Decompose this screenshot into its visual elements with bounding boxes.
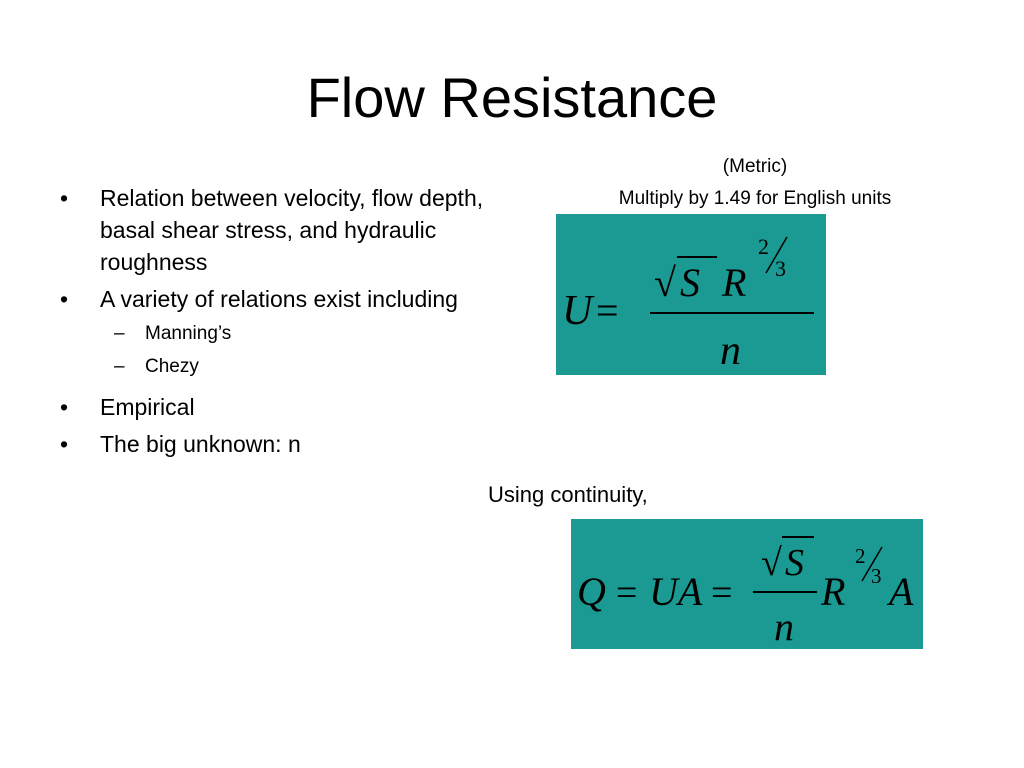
- bullet-item: • A variety of relations exist including…: [60, 283, 500, 383]
- area-symbol: A: [886, 569, 914, 614]
- hydraulic-radius-symbol: R: [820, 569, 845, 614]
- sub-bullet-item: – Chezy: [100, 350, 500, 383]
- sub-bullet-text: Manning’s: [145, 323, 232, 344]
- bullet-marker: •: [60, 286, 69, 312]
- bullet-text: Relation between velocity, flow depth, b…: [100, 185, 484, 275]
- bullet-text: Empirical: [100, 394, 195, 420]
- exponent-numerator: 2: [855, 544, 866, 568]
- slope-symbol: S: [680, 260, 700, 305]
- roughness-symbol: n: [774, 604, 794, 649]
- exponent-denominator: 3: [871, 564, 882, 588]
- discharge-equation: Q = UA = √ S n R 2 3 A: [577, 536, 914, 649]
- sub-bullet-marker: –: [114, 323, 125, 344]
- bullet-item: • The big unknown: n: [60, 428, 500, 460]
- roughness-symbol: n: [720, 328, 741, 374]
- exponent-slash: [861, 546, 883, 582]
- bullet-marker: •: [60, 185, 69, 211]
- bullet-item: • Relation between velocity, flow depth,…: [60, 182, 500, 278]
- discharge-equation-box: Q = UA = √ S n R 2 3 A: [571, 519, 923, 649]
- exponent-numerator: 2: [758, 234, 769, 259]
- metric-note: (Metric): [722, 156, 788, 177]
- radical-sign: √: [761, 542, 782, 584]
- bullet-text: The big unknown: n: [100, 431, 301, 457]
- discharge-symbol: Q: [577, 569, 606, 614]
- bullet-item: • Empirical: [60, 391, 500, 423]
- slope-symbol: S: [785, 542, 804, 584]
- exponent-denominator: 3: [775, 256, 786, 281]
- equals-sign: =: [616, 572, 637, 614]
- sub-bullet-text: Chezy: [145, 356, 199, 377]
- radical-sign: √: [654, 260, 676, 305]
- english-units-note: Multiply by 1.49 for English units: [618, 188, 892, 209]
- sub-bullet-item: – Manning’s: [100, 317, 500, 350]
- bullet-text: A variety of relations exist including: [100, 286, 458, 312]
- continuity-label: Using continuity,: [488, 482, 648, 507]
- equals-sign: =: [711, 572, 732, 614]
- hydraulic-radius-symbol: R: [721, 260, 746, 305]
- manning-equation-box: U = √ S R 2 3 n: [556, 214, 826, 375]
- bullet-marker: •: [60, 431, 69, 457]
- bullet-list: • Relation between velocity, flow depth,…: [60, 182, 500, 465]
- sub-bullet-marker: –: [114, 356, 125, 377]
- exponent-slash: [765, 236, 788, 274]
- slide-title: Flow Resistance: [306, 66, 718, 129]
- velocity-symbol: U: [562, 288, 595, 334]
- sub-bullet-list: – Manning’s – Chezy: [100, 317, 500, 383]
- equals-sign: =: [596, 288, 619, 333]
- velocity-area-symbol: UA: [649, 569, 703, 614]
- manning-equation: U = √ S R 2 3 n: [562, 234, 814, 374]
- bullet-marker: •: [60, 394, 69, 420]
